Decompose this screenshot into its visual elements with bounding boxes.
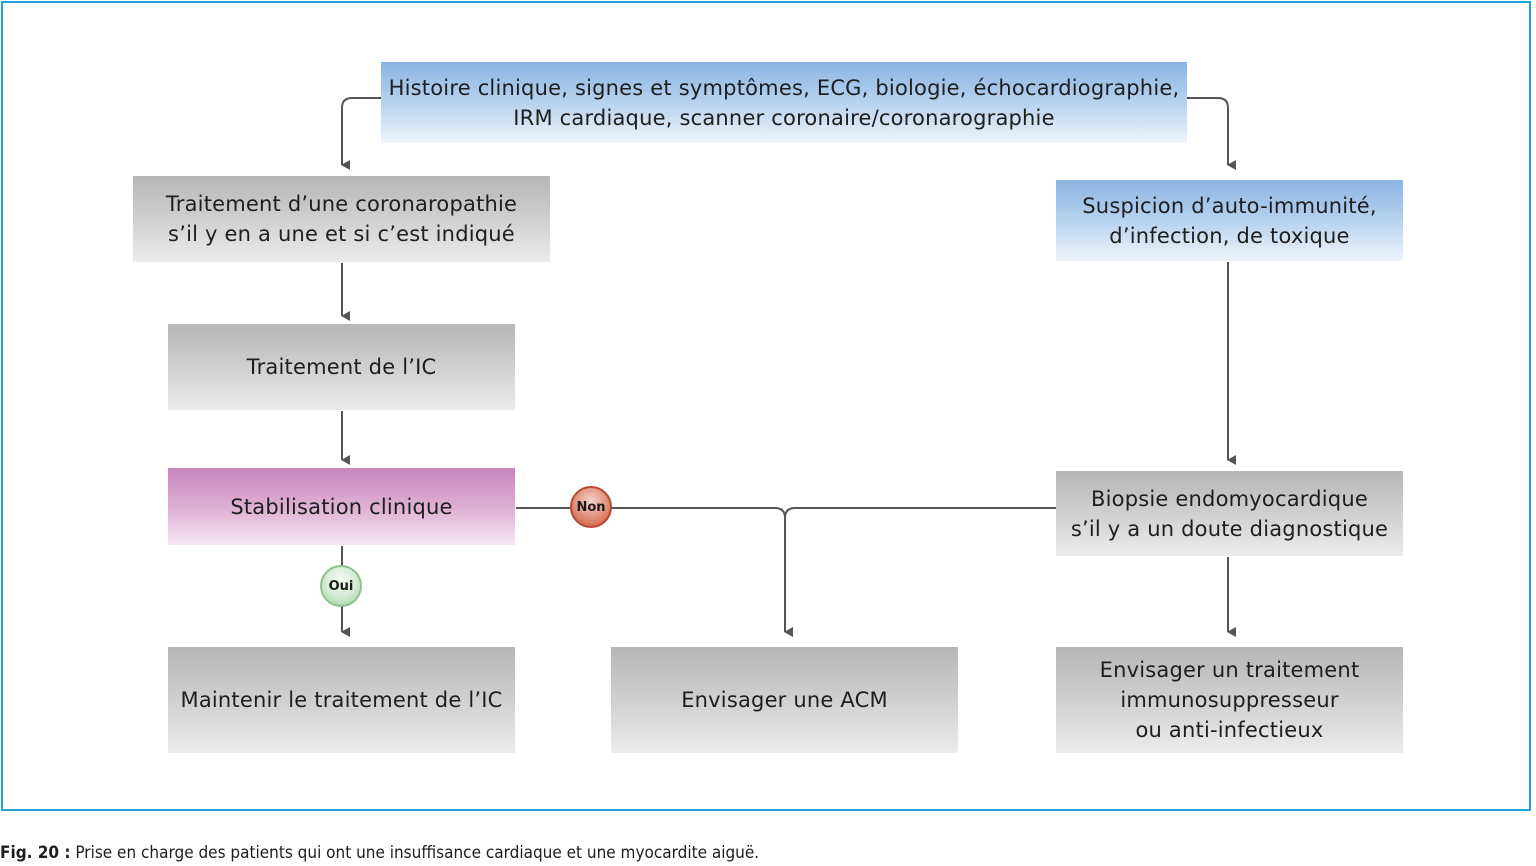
figure-caption-label: Fig. 20 : <box>0 843 71 863</box>
box-histoire-clinique: Histoire clinique, signes et symptômes, … <box>381 62 1187 143</box>
box-stabilisation-clinique: Stabilisation clinique <box>168 468 515 545</box>
arrow-top-to-auto-immune <box>1187 97 1236 170</box>
box-envisager-acm: Envisager une ACM <box>611 647 958 753</box>
box-envisager-traitement-immunosuppresseur: Envisager un traitement immunosuppresseu… <box>1056 647 1403 753</box>
box-biopsie-endomyocardique: Biopsie endomyocardique s’il y a un dout… <box>1056 471 1403 556</box>
figure-caption: Fig. 20 : Prise en charge des patients q… <box>0 843 759 863</box>
box-suspicion-auto-immunite: Suspicion d’auto-immunité, d’infection, … <box>1056 180 1403 261</box>
line-biopsie-to-acm <box>784 507 1056 519</box>
box-traitement-coronaropathie: Traitement d’une coronaropathie s’il y e… <box>133 176 550 262</box>
box-maintenir-traitement-ic: Maintenir le traitement de l’IC <box>168 647 515 753</box>
badge-oui: Oui <box>320 565 362 607</box>
badge-non: Non <box>570 486 612 528</box>
arrow-top-to-coronaro <box>341 97 381 170</box>
figure-caption-text: Prise en charge des patients qui ont une… <box>70 843 760 863</box>
box-traitement-ic: Traitement de l’IC <box>168 324 515 410</box>
line-stabilisation-to-acm <box>516 507 793 637</box>
